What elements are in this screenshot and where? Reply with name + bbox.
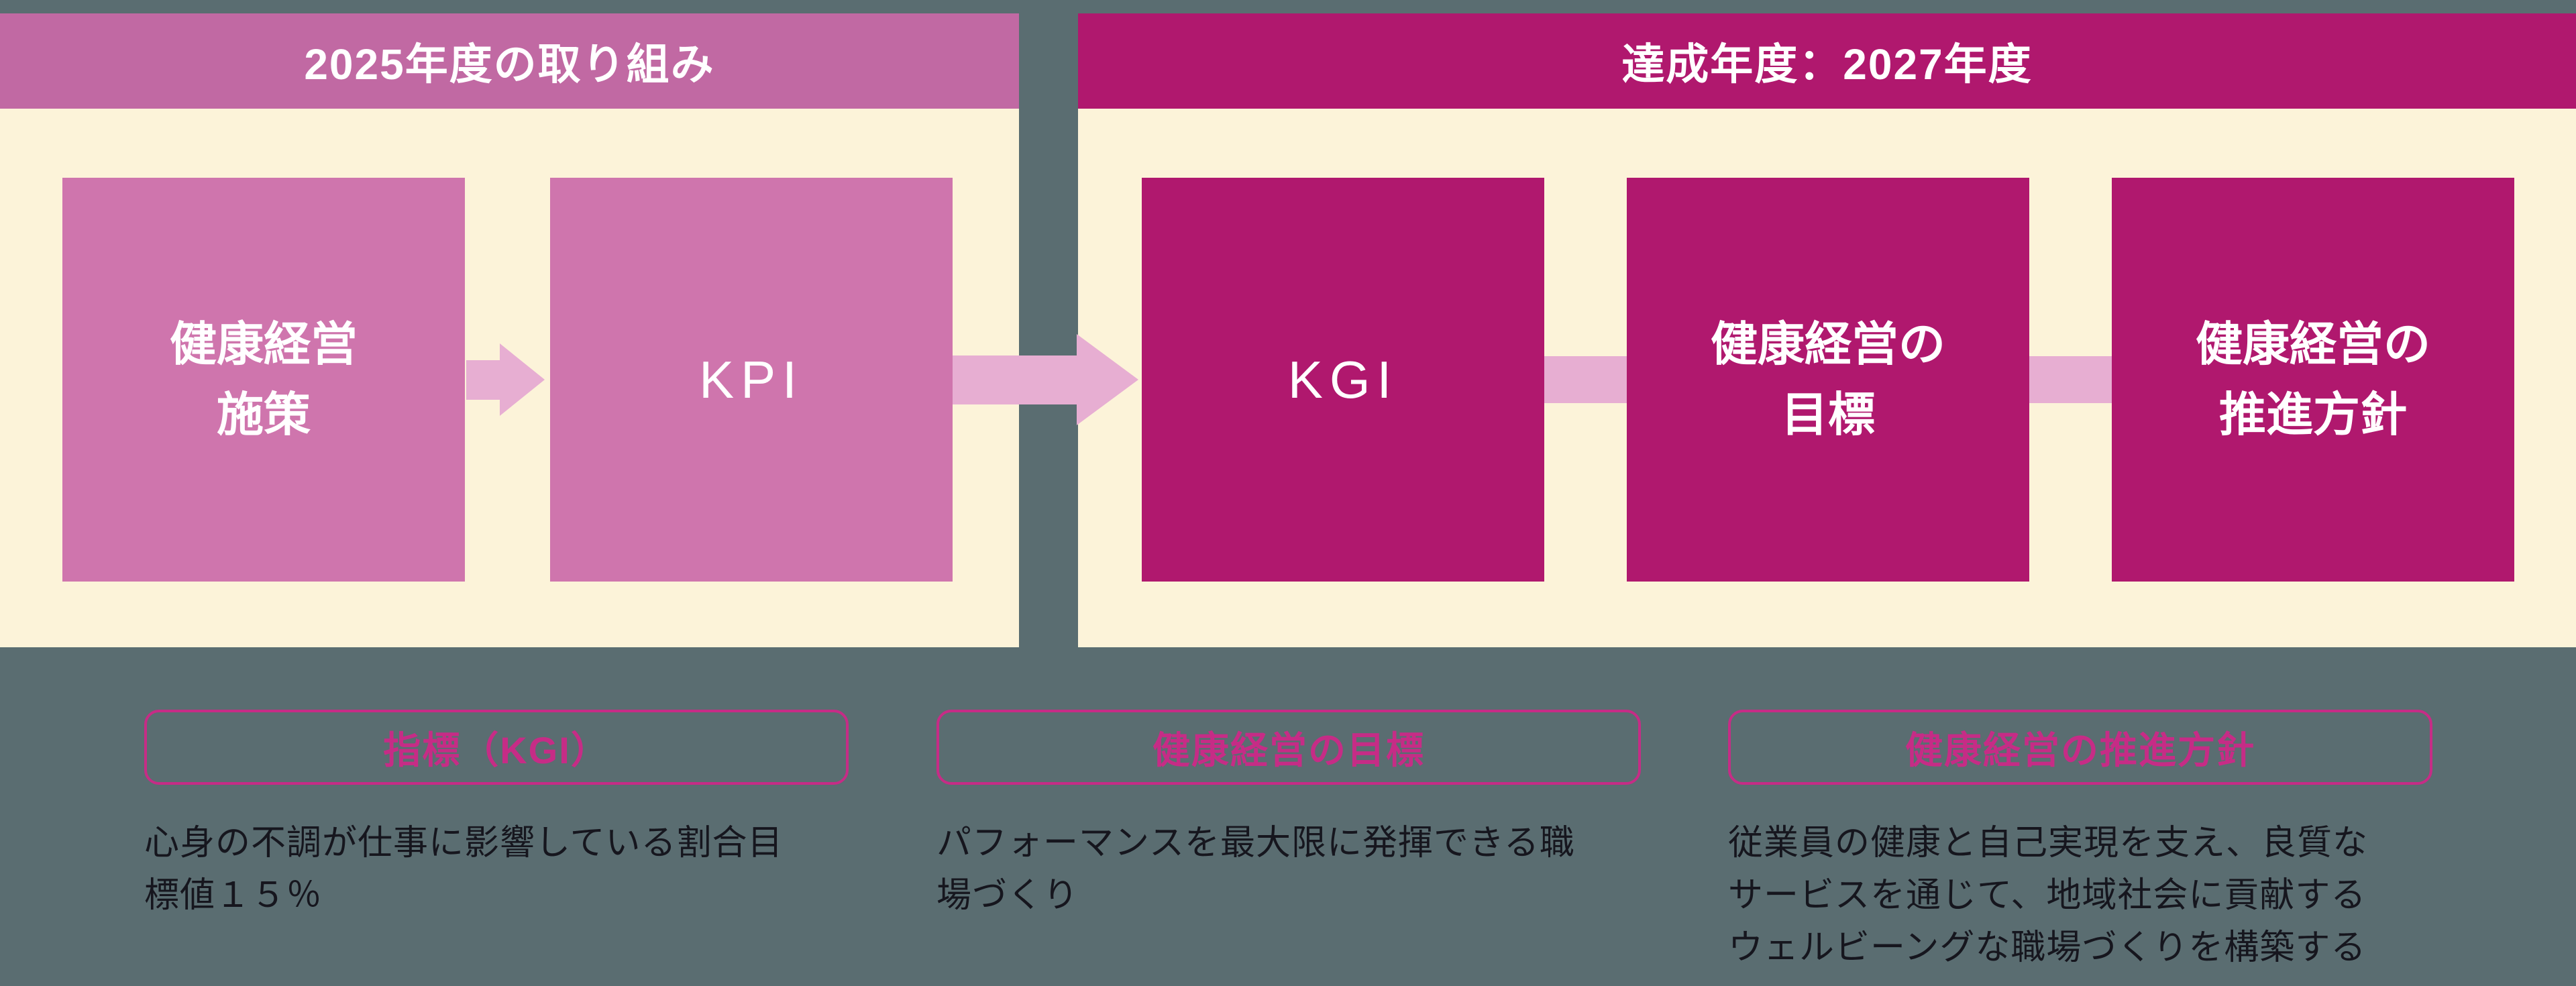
arrow-tail (466, 360, 500, 400)
flow-box-health-measures: 健康経営 施策 (62, 178, 465, 582)
flow-box-label: KPI (699, 349, 804, 409)
arrow-right-icon (953, 334, 1138, 426)
detail-title-label: 指標（KGI） (383, 728, 610, 771)
detail-title-label: 健康経営の推進方針 (1905, 728, 2255, 771)
connector-bar (1544, 356, 1627, 403)
arrow-tail (953, 355, 1077, 404)
detail-title-promotion-policy: 健康経営の推進方針 (1728, 710, 2432, 785)
flow-box-kpi: KPI (550, 178, 953, 582)
flow-box-kgi: KGI (1142, 178, 1544, 582)
detail-body-promotion-policy: 従業員の健康と自己実現を支え、良質な サービスを通じて、地域社会に貢献する ウェ… (1728, 824, 2369, 967)
detail-body-kgi-indicator: 心身の不調が仕事に影響している割合目 標値１５％ (144, 824, 784, 915)
detail-title-kgi-indicator: 指標（KGI） (144, 710, 849, 785)
flow-box-promotion-policy: 健康経営の 推進方針 (2112, 178, 2514, 582)
flow-box-label: 健康経営 施策 (170, 318, 358, 441)
arrow-head (1077, 334, 1138, 425)
header-target-year-2027: 達成年度：2027年度 (1078, 13, 2576, 109)
header-left-label: 2025年度の取り組み (304, 40, 715, 89)
flow-box-health-goal: 健康経営の 目標 (1627, 178, 2029, 582)
arrow-head (500, 343, 545, 416)
arrow-right-icon (466, 343, 545, 416)
header-2025-initiatives: 2025年度の取り組み (0, 13, 1019, 109)
connector-bar (2029, 356, 2112, 403)
detail-title-health-goal: 健康経営の目標 (936, 710, 1641, 785)
flow-box-label: 健康経営の 推進方針 (2196, 318, 2430, 441)
header-right-label: 達成年度：2027年度 (1621, 40, 2033, 89)
detail-body-health-goal: パフォーマンスを最大限に発揮できる職 場づくり (936, 824, 1575, 915)
flow-box-label: 健康経営の 目標 (1711, 318, 1945, 441)
flow-box-label: KGI (1287, 349, 1399, 409)
detail-title-label: 健康経営の目標 (1152, 728, 1425, 771)
